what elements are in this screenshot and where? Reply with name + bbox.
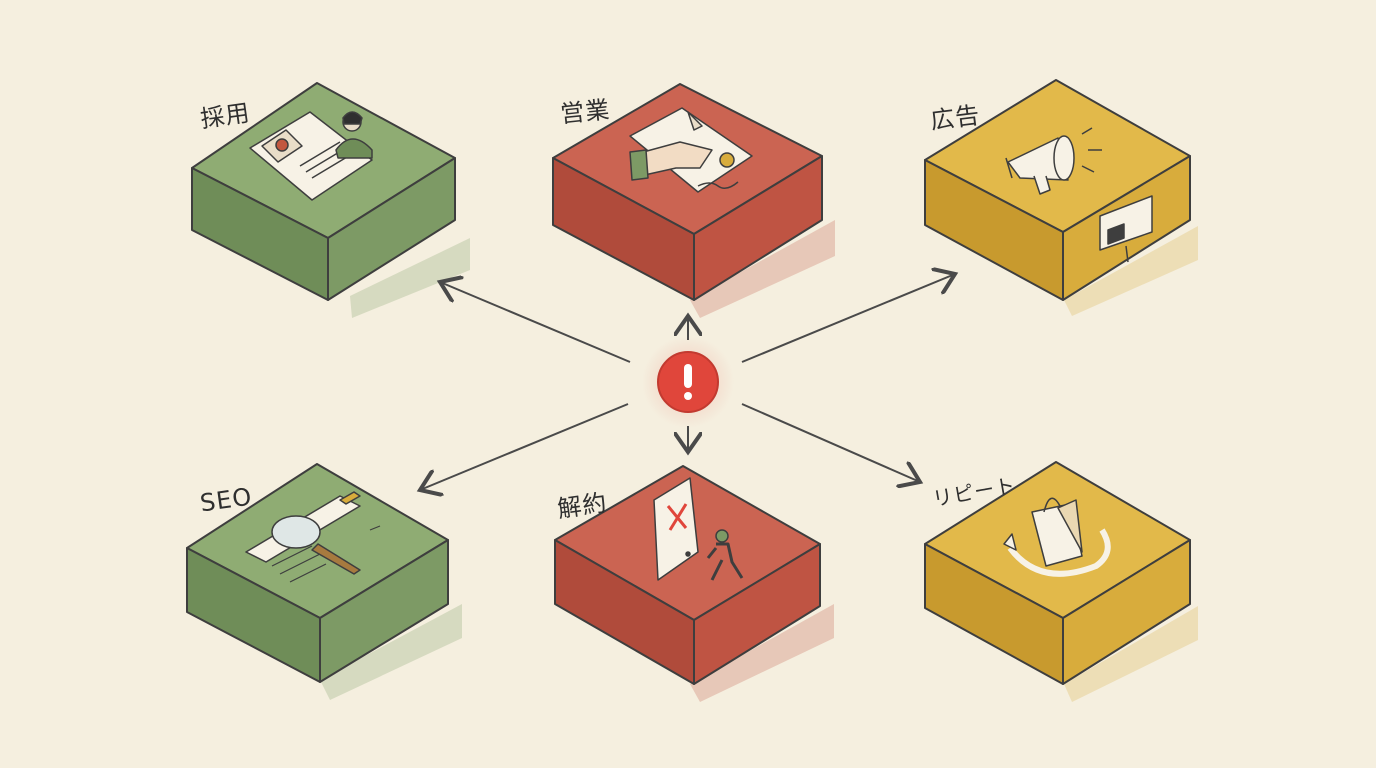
exit-door-icon: [653, 477, 699, 581]
shopping-bag-cycle-icon: [1003, 497, 1111, 577]
arrow-to-repeat: [741, 403, 920, 482]
block-recruit-right: [327, 157, 456, 301]
block-repeat: [924, 461, 1191, 685]
block-shadows: [320, 220, 1198, 702]
shadow-repeat: [1064, 606, 1198, 702]
signboard-icon: [1099, 195, 1153, 263]
block-sales: [552, 83, 823, 301]
alert-mark-bar: [684, 364, 692, 388]
alert-mark-dot: [684, 392, 692, 400]
magnifier-icon: [245, 491, 381, 583]
block-recruit: [191, 82, 456, 301]
shadow-recruit: [350, 238, 470, 318]
megaphone-icon: [1005, 127, 1102, 195]
connectors: [420, 274, 955, 490]
block-sales-right: [693, 155, 823, 301]
shadow-churn: [690, 604, 834, 702]
shadow-ads: [1064, 226, 1198, 316]
arrow-to-seo: [420, 403, 629, 490]
arrow-to-recruit: [440, 282, 631, 363]
resume-icon: [249, 111, 373, 201]
block-churn: [554, 465, 821, 685]
block-churn-right: [693, 543, 821, 685]
block-seo: [186, 463, 449, 683]
block-repeat-right: [1062, 539, 1191, 685]
label-recruit: 採用: [198, 98, 253, 134]
label-churn: 解約: [555, 488, 610, 524]
shadow-sales: [690, 220, 835, 318]
block-ads: [924, 79, 1191, 301]
handshake-contract-icon: [629, 107, 753, 193]
center-alert: [642, 336, 734, 428]
label-ads: 広告: [928, 101, 982, 135]
walking-person-icon: [706, 529, 744, 581]
block-seo-right: [319, 539, 449, 683]
arrow-to-ads: [741, 274, 955, 363]
label-sales: 営業: [558, 95, 612, 129]
shadow-seo: [320, 604, 462, 700]
